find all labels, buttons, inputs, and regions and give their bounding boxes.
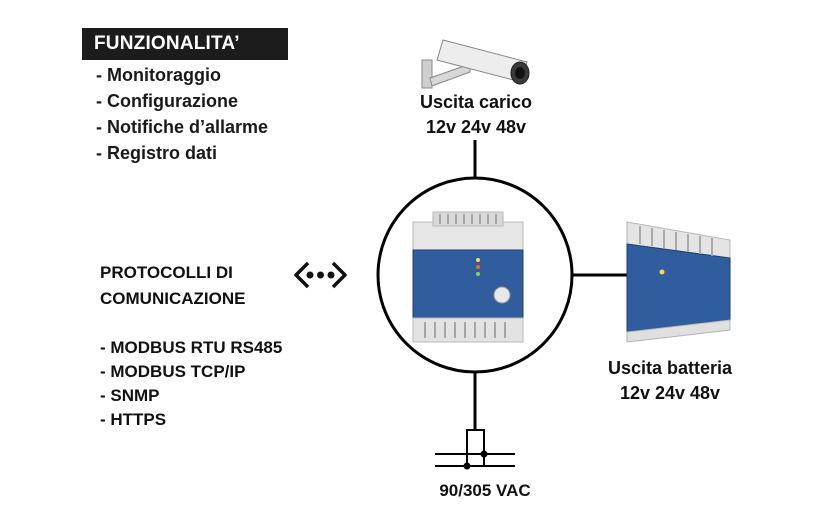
battery-output-label: Uscita batteria 12v 24v 48v <box>580 356 760 406</box>
battery-device <box>626 221 731 343</box>
functions-title: FUNZIONALITA’ <box>82 28 288 60</box>
load-output-voltages: 12v 24v 48v <box>425 117 527 137</box>
load-output-title: Uscita carico <box>419 92 533 112</box>
supply-node-left <box>463 462 471 470</box>
protocols-title-line1: PROTOCOLLI DI <box>100 263 233 282</box>
protocols-title: PROTOCOLLI DI COMUNICAZIONE <box>100 260 245 312</box>
protocol-item: - MODBUS RTU RS485 <box>100 338 283 357</box>
central-device <box>412 211 524 343</box>
battery-output-voltages: 12v 24v 48v <box>619 383 721 403</box>
supply-node-right <box>480 450 488 458</box>
protocol-item: - HTTPS <box>100 410 167 429</box>
protocol-item: - MODBUS TCP/IP <box>100 362 246 381</box>
bidirectional-arrow-icon <box>294 261 347 289</box>
battery-output-title: Uscita batteria <box>607 358 733 378</box>
function-item: - Configurazione <box>96 91 238 111</box>
protocols-list: - MODBUS RTU RS485 - MODBUS TCP/IP - SNM… <box>100 336 282 432</box>
function-item: - Registro dati <box>96 143 218 163</box>
function-item: - Notifiche d’allarme <box>96 117 269 137</box>
ground-terminal-icon <box>435 429 515 467</box>
load-output-label: Uscita carico 12v 24v 48v <box>396 90 556 140</box>
protocols-title-line2: COMUNICAZIONE <box>100 289 246 308</box>
function-item: - Monitoraggio <box>96 65 221 85</box>
supply-label: 90/305 VAC <box>439 481 531 500</box>
functions-list: - Monitoraggio - Configurazione - Notifi… <box>96 62 268 166</box>
camera-icon <box>421 39 530 89</box>
protocol-item: - SNMP <box>100 386 160 405</box>
